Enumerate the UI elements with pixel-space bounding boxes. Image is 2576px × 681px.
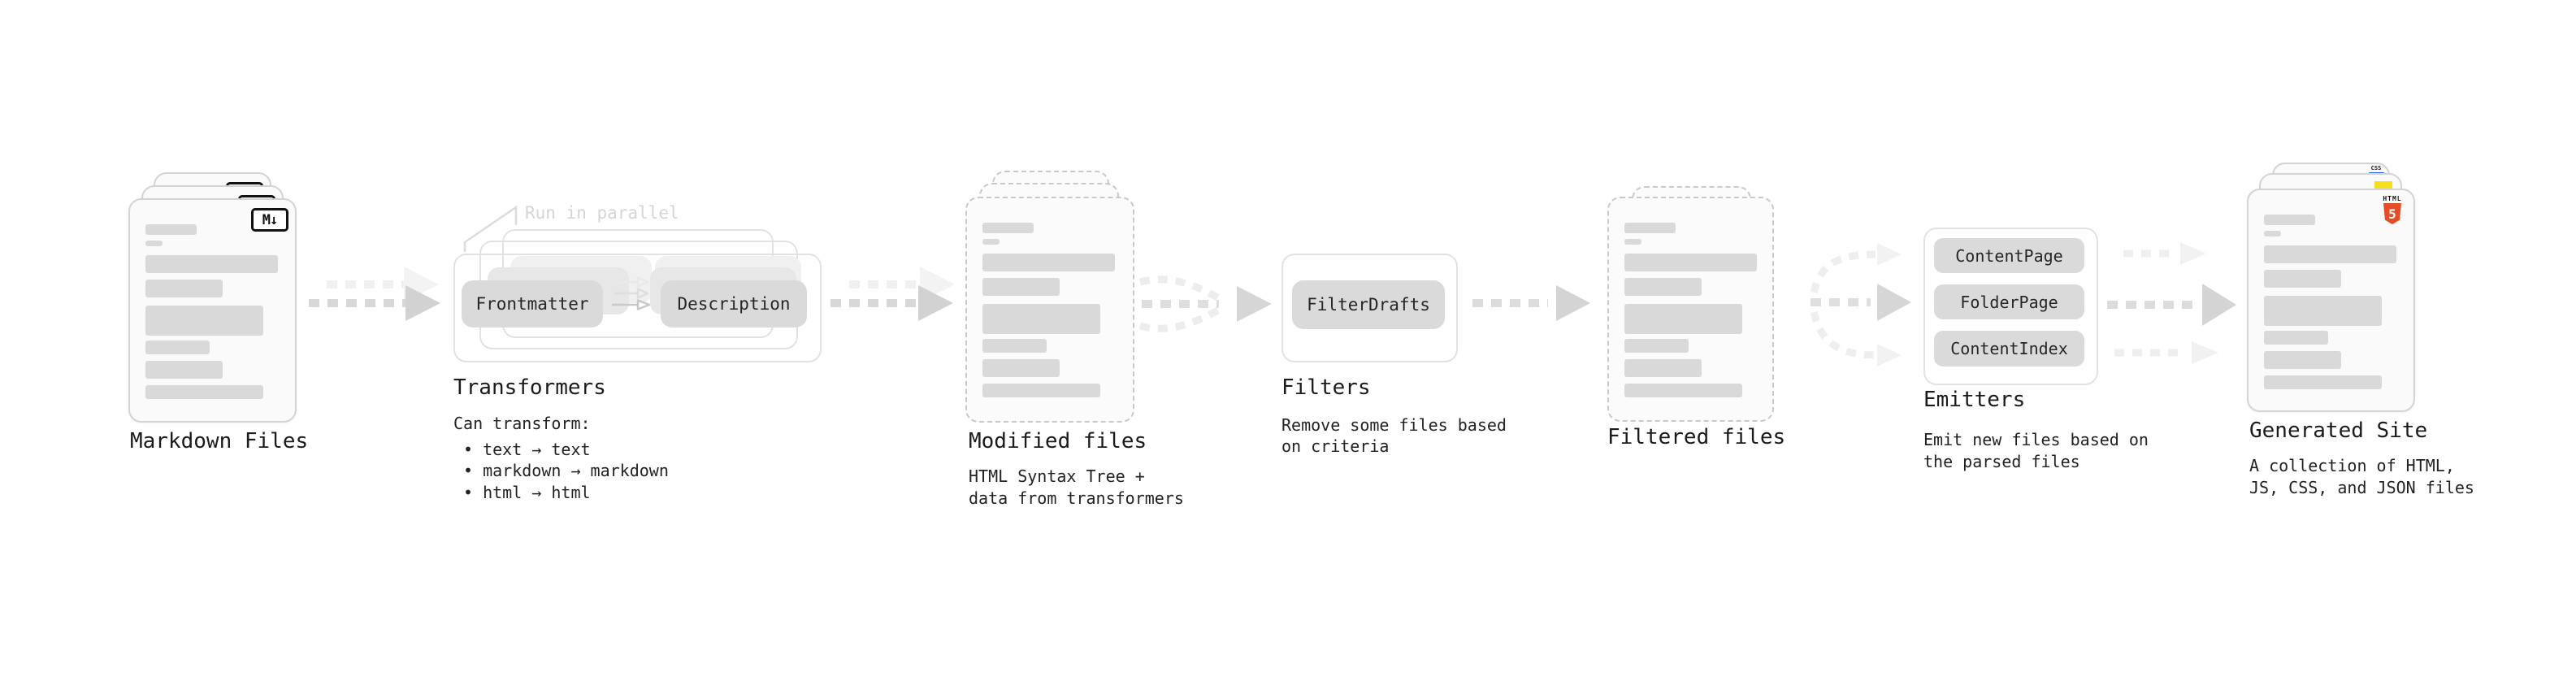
html5-icon: HTML 5 <box>2382 195 2403 224</box>
arrow-filters-to-filtered <box>1472 285 1590 321</box>
text-placeholder-bar <box>1624 359 1702 377</box>
text-placeholder-bar <box>982 304 1100 334</box>
folderpage-pill: FolderPage <box>1934 284 2084 319</box>
filters-title: Filters <box>1281 375 1371 400</box>
contentpage-pill: ContentPage <box>1934 238 2084 273</box>
filterdrafts-pill: FilterDrafts <box>1292 280 1445 329</box>
text-placeholder-bar <box>145 241 163 246</box>
text-placeholder-bar <box>2264 270 2341 288</box>
modified-files-desc: HTML Syntax Tree + <box>969 466 1145 486</box>
emitters-desc: the parsed files <box>1923 452 2080 471</box>
filters-desc: on criteria <box>1281 436 1390 456</box>
transformer-frame-front <box>453 254 822 362</box>
text-placeholder-bar <box>145 280 223 297</box>
modified-file-card-front <box>965 197 1134 423</box>
text-placeholder-bar <box>2264 375 2382 389</box>
transformers-bullet: text → text <box>463 440 590 459</box>
css-icon-label: CSS <box>2370 165 2382 171</box>
run-in-parallel-leader-line <box>463 205 518 252</box>
text-placeholder-bar <box>2264 351 2341 369</box>
generated-site-desc: JS, CSS, and JSON files <box>2249 478 2474 497</box>
filtered-files-title: Filtered files <box>1607 425 1786 449</box>
text-placeholder-bar <box>2264 215 2315 225</box>
parallel-transform-arrows <box>612 276 651 310</box>
markdown-file-card-front: M↓ <box>128 198 297 423</box>
contentindex-pill: ContentIndex <box>1934 331 2084 367</box>
text-placeholder-bar <box>982 278 1060 296</box>
text-placeholder-bar <box>1624 339 1689 353</box>
generated-file-card-front-html: HTML 5 <box>2247 189 2415 412</box>
text-placeholder-bar <box>1624 384 1742 397</box>
text-placeholder-bar <box>982 384 1100 397</box>
text-placeholder-bar <box>2264 296 2382 326</box>
markdown-files-title: Markdown Files <box>130 429 309 453</box>
html5-icon-label: HTML <box>2383 195 2402 202</box>
text-placeholder-bar <box>1624 304 1742 334</box>
arrow-modified-to-filters-merge <box>1138 275 1272 332</box>
arrow-markdown-to-transformers <box>309 267 440 321</box>
text-placeholder-bar <box>145 385 263 399</box>
text-placeholder-bar <box>982 359 1060 377</box>
arrow-emitters-to-generated <box>2107 242 2236 364</box>
text-placeholder-bar <box>2264 231 2281 236</box>
emitters-title: Emitters <box>1923 388 2026 412</box>
text-placeholder-bar <box>145 255 278 273</box>
generated-site-desc: A collection of HTML, <box>2249 456 2455 475</box>
generated-site-title: Generated Site <box>2249 419 2428 443</box>
text-placeholder-bar <box>1624 239 1641 245</box>
arrow-filtered-to-emitters-fanout <box>1810 243 1911 367</box>
description-pill: Description <box>661 280 807 327</box>
text-placeholder-bar <box>145 340 210 354</box>
text-placeholder-bar <box>145 224 197 235</box>
text-placeholder-bar <box>1624 254 1757 271</box>
text-placeholder-bar <box>2264 331 2328 345</box>
text-placeholder-bar <box>1624 223 1676 233</box>
modified-files-desc: data from transformers <box>969 488 1184 508</box>
transformers-title: Transformers <box>453 375 606 400</box>
transformers-bullet: markdown → markdown <box>463 461 669 480</box>
run-in-parallel-label: Run in parallel <box>525 203 679 223</box>
markdown-icon: M↓ <box>251 208 288 232</box>
html5-icon-shield: 5 <box>2383 203 2401 224</box>
arrow-transformers-to-modified <box>830 267 955 321</box>
text-placeholder-bar <box>1624 278 1702 296</box>
text-placeholder-bar <box>145 306 263 336</box>
modified-files-title: Modified files <box>969 429 1147 453</box>
text-placeholder-bar <box>982 254 1115 271</box>
transformers-desc-heading: Can transform: <box>453 414 591 433</box>
transformers-bullet: html → html <box>463 483 590 502</box>
js-icon <box>2374 181 2392 189</box>
text-placeholder-bar <box>982 223 1034 233</box>
frontmatter-pill: Frontmatter <box>462 280 603 327</box>
text-placeholder-bar <box>2264 245 2396 263</box>
filtered-file-card-front <box>1607 197 1774 422</box>
text-placeholder-bar <box>145 361 223 379</box>
emitters-desc: Emit new files based on <box>1923 430 2149 449</box>
filters-desc: Remove some files based <box>1281 415 1507 435</box>
text-placeholder-bar <box>982 239 1000 245</box>
text-placeholder-bar <box>982 339 1047 353</box>
